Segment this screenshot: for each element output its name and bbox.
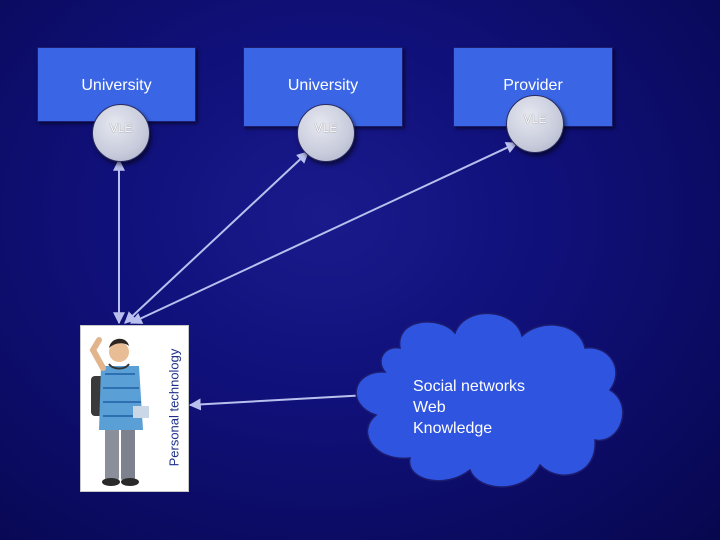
cloud-line-knowledge: Knowledge bbox=[413, 420, 493, 437]
vle-node-2: VLE bbox=[297, 104, 355, 162]
connector-vle3-person bbox=[129, 142, 519, 324]
personal-technology-text: Personal technology bbox=[166, 348, 182, 467]
cloud-line-web: Web bbox=[413, 399, 446, 416]
connector-vle2-person bbox=[124, 151, 309, 324]
vle-label: VLE bbox=[109, 121, 133, 135]
cloud-text-block: Social networks Web Knowledge bbox=[413, 376, 525, 439]
personal-technology-card bbox=[80, 325, 189, 492]
vle-label: VLE bbox=[314, 121, 338, 135]
connector-person-cloud bbox=[188, 389, 370, 411]
box-label: University bbox=[287, 77, 359, 94]
personal-technology-label: Personal technology bbox=[163, 325, 185, 490]
vle-node-1: VLE bbox=[92, 104, 150, 162]
cloud-shape bbox=[355, 312, 624, 488]
box-label: University bbox=[81, 77, 152, 94]
box-label: Provider bbox=[503, 77, 563, 94]
vle-node-3: VLE bbox=[506, 95, 564, 153]
student-figure-icon bbox=[89, 337, 149, 486]
cloud-line-social-networks: Social networks bbox=[413, 378, 526, 395]
vle-label: VLE bbox=[523, 112, 547, 126]
